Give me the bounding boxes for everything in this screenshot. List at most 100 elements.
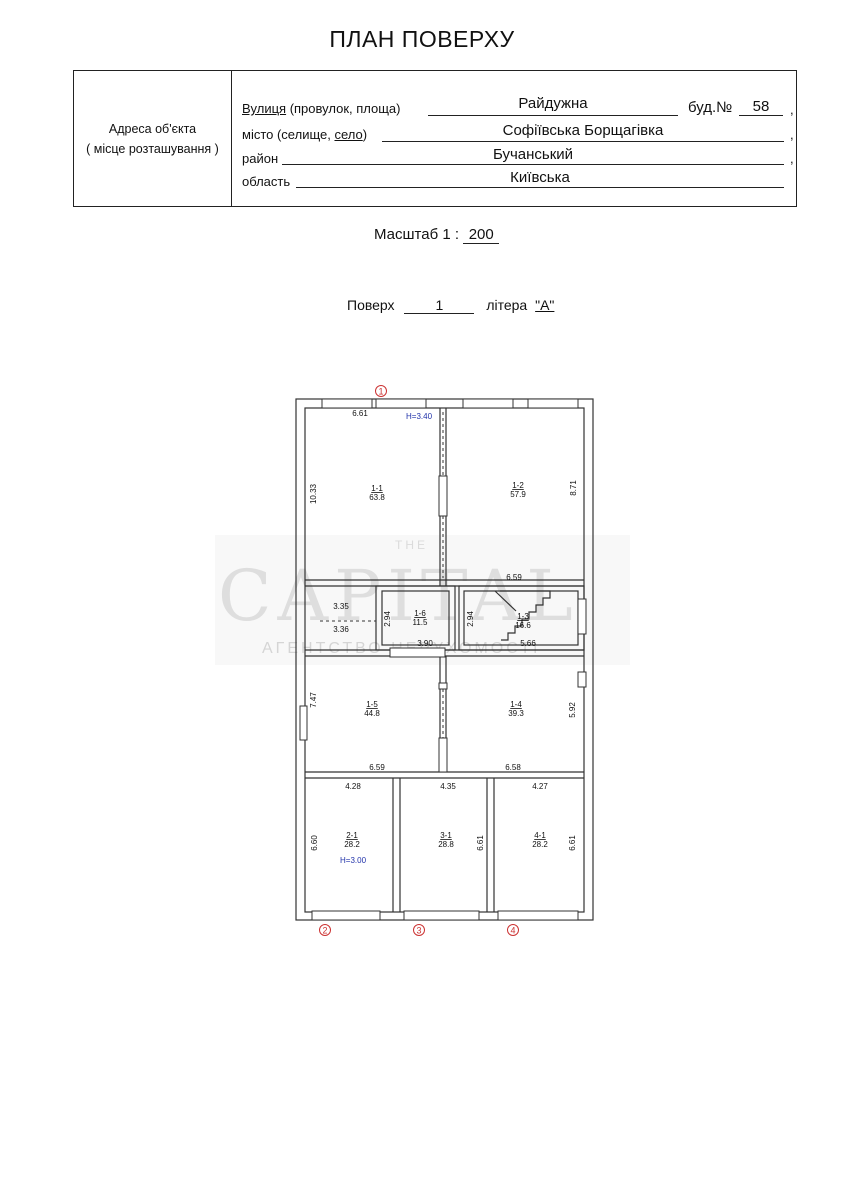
- city-underline: [382, 141, 784, 142]
- window-bottom-3: [497, 910, 579, 921]
- axis-mark-1: 1: [378, 387, 383, 397]
- city-label-end: ): [362, 127, 368, 142]
- room-1-1-area: 63.8: [369, 493, 385, 502]
- street-label-underlined: Вулиця: [242, 101, 287, 116]
- street-value: Райдужна: [518, 95, 588, 112]
- window-right-2: [577, 671, 587, 688]
- axis-mark-4-circle: [507, 924, 519, 936]
- dim-2-94-a: 2.94: [383, 611, 392, 627]
- stairs: [500, 590, 551, 641]
- room-1-6-id: 1-6: [414, 609, 426, 618]
- room-3-1-area: 28.8: [438, 840, 454, 849]
- dim-6-59-a: 6.59: [506, 573, 522, 582]
- dim-4-35: 4.35: [440, 782, 456, 791]
- street-label-rest: (провулок, площа): [286, 101, 401, 116]
- window-right-1: [577, 598, 587, 635]
- dim-3-35: 3.35: [333, 602, 349, 611]
- comma-2: ,: [790, 127, 794, 142]
- address-label-line1: Адреса об'єкта: [108, 121, 197, 136]
- axis-mark-4: 4: [510, 926, 515, 936]
- room-1-2-area: 57.9: [510, 490, 526, 499]
- room-3-1-id: 3-1: [440, 831, 452, 840]
- region-label: область: [242, 174, 291, 189]
- floor-value: 1: [404, 297, 475, 314]
- watermark-logo: CAPITAL: [218, 555, 579, 637]
- city-label-start: місто (селище,: [242, 127, 335, 142]
- window-top-1: [321, 398, 373, 409]
- floor-info: Поверх 1 літера "А": [347, 297, 554, 314]
- door-1-6: [389, 647, 446, 658]
- window-bottom-2: [403, 910, 480, 921]
- dim-6-61-top: 6.61: [352, 409, 368, 418]
- city-value: Софіївська Борщагівка: [502, 122, 664, 139]
- bud-label: буд.№: [688, 99, 733, 116]
- dim-8-71: 8.71: [569, 480, 578, 496]
- window-bottom-1: [311, 910, 381, 921]
- dim-6-61-c: 6.61: [568, 835, 577, 851]
- dim-3-36: 3.36: [333, 625, 349, 634]
- room-1-4-area: 39.3: [508, 709, 524, 718]
- scale-value: 200: [463, 226, 500, 244]
- room-1-5-id: 1-5: [366, 700, 378, 709]
- axis-mark-2: 2: [322, 926, 327, 936]
- dim-7-47: 7.47: [309, 692, 318, 708]
- dim-5-66: 5.66: [520, 639, 536, 648]
- dim-3-90: 3.90: [417, 639, 433, 648]
- city-label-underlined: село: [334, 127, 363, 142]
- scale-label: Масштаб 1 :: [374, 226, 460, 243]
- room-1-3-area: 16.6: [515, 621, 531, 630]
- dim-6-61-b: 6.61: [476, 835, 485, 851]
- stairs-arrow: [494, 590, 517, 612]
- window-top-2: [375, 398, 427, 409]
- watermark-box: [215, 535, 630, 665]
- axis-mark-3-circle: [413, 924, 425, 936]
- room-2-1-area: 28.2: [344, 840, 360, 849]
- comma-1: ,: [790, 102, 794, 117]
- floor-label: Поверх: [347, 297, 395, 313]
- dim-4-28: 4.28: [345, 782, 361, 791]
- door-1-5-1-4: [438, 737, 448, 773]
- district-label: район: [242, 151, 279, 166]
- room-2-1-id: 2-1: [346, 831, 358, 840]
- room-1-2-id: 1-2: [512, 481, 524, 490]
- window-left: [299, 705, 308, 741]
- dim-6-60: 6.60: [310, 835, 319, 851]
- district-underline: [282, 164, 784, 165]
- bud-value: 58: [752, 98, 770, 115]
- district-value: Бучанський: [492, 146, 574, 163]
- axis-mark-3: 3: [416, 926, 421, 936]
- dim-2-94-b: 2.94: [466, 611, 475, 627]
- room-4-1-id: 4-1: [534, 831, 546, 840]
- room-1-3-id: 1-3: [517, 612, 529, 621]
- dim-5-92: 5.92: [568, 702, 577, 718]
- comma-3: ,: [790, 151, 794, 166]
- dim-6-58: 6.58: [505, 763, 521, 772]
- door-1-5-1-4-top: [438, 682, 448, 690]
- axis-mark-1-circle: [375, 385, 387, 397]
- window-top-3: [462, 398, 514, 409]
- street-label: Вулиця (провулок, площа): [242, 101, 400, 119]
- city-label: місто (селище, село): [242, 127, 367, 145]
- room-4-1-area: 28.2: [532, 840, 548, 849]
- room-1-5-area: 44.8: [364, 709, 380, 718]
- street-underline: [428, 115, 678, 116]
- region-underline: [296, 187, 784, 188]
- dim-4-27: 4.27: [532, 782, 548, 791]
- height-top: Н=3.40: [406, 412, 433, 421]
- dim-6-59-b: 6.59: [369, 763, 385, 772]
- room-1-6-inner: [381, 590, 450, 646]
- litera-value: "А": [535, 297, 555, 313]
- height-bottom: Н=3.00: [340, 856, 367, 865]
- bud-underline: [739, 115, 783, 116]
- address-label-line2: ( місце розташування ): [86, 141, 219, 156]
- litera-label: літера: [486, 297, 528, 313]
- axis-mark-2-circle: [319, 924, 331, 936]
- region-value: Київська: [510, 169, 570, 186]
- dim-10-33: 10.33: [309, 483, 318, 504]
- room-1-1-id: 1-1: [371, 484, 383, 493]
- window-top-4: [527, 398, 579, 409]
- door-1-1-1-2: [438, 475, 448, 517]
- scale: Масштаб 1 : 200: [374, 226, 500, 244]
- address-table: Адреса об'єкта ( місце розташування ) Ву…: [73, 70, 797, 207]
